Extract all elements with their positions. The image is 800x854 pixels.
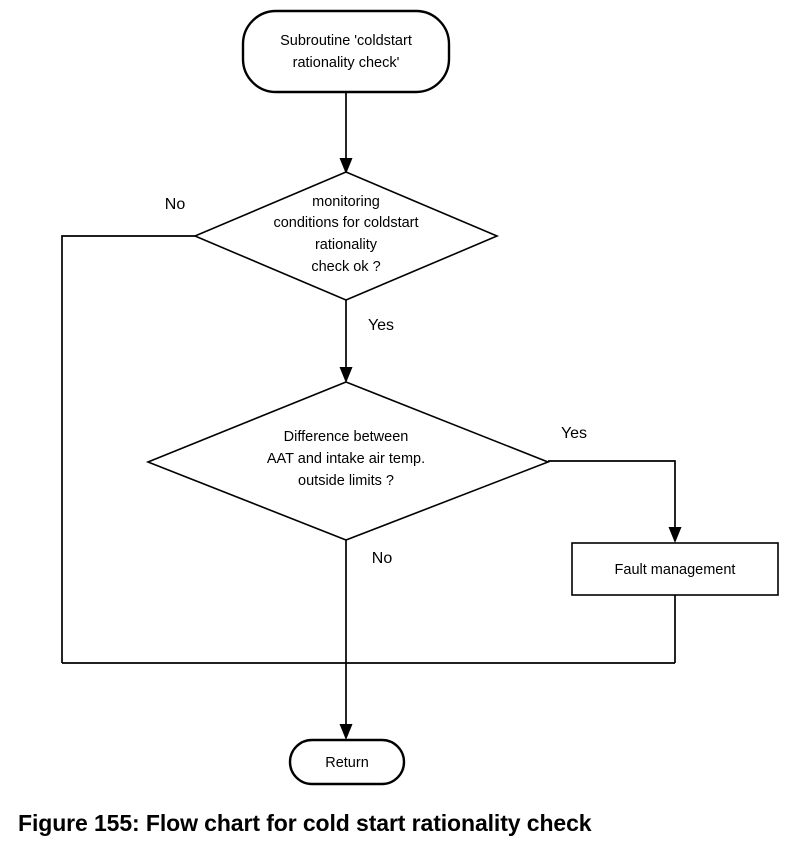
decision2-text-line-3: outside limits ?	[298, 473, 394, 489]
decision2-text-line-1: Difference between	[284, 429, 409, 445]
fault-management-box-shape	[571, 542, 779, 596]
node-decision-monitoring-conditions[interactable]: monitoring conditions for coldstart rati…	[192, 171, 500, 301]
start-text-line-2: rationality check'	[293, 55, 400, 71]
figure-caption: Figure 155: Flow chart for cold start ra…	[18, 810, 592, 836]
decision1-text-line-4: check ok ?	[311, 259, 380, 275]
connector-merge-to-return	[339, 663, 353, 740]
return-terminal-shape	[288, 738, 406, 786]
node-fault-management[interactable]: Fault management	[571, 542, 779, 596]
return-text: Return	[325, 755, 369, 771]
decision1-text-line-3: rationality	[315, 237, 378, 253]
node-start-subroutine[interactable]: Subroutine 'coldstart rationality check'	[241, 9, 451, 94]
flowchart-canvas: Subroutine 'coldstart rationality check'…	[61, 9, 779, 786]
arrowhead-icon	[339, 367, 353, 383]
edge-label-decision1-no: No	[165, 196, 186, 213]
arrowhead-icon	[668, 527, 682, 543]
decision1-text-line-1: monitoring	[312, 194, 380, 210]
start-text-line-1: Subroutine 'coldstart	[280, 33, 412, 49]
connector-decision1-no	[61, 235, 195, 663]
start-terminal-shape	[241, 9, 451, 94]
decision2-text-line-2: AAT and intake air temp.	[267, 451, 425, 467]
decision1-diamond-shape	[192, 171, 500, 301]
node-decision-temp-difference[interactable]: Difference between AAT and intake air te…	[145, 381, 551, 541]
arrowhead-icon	[339, 158, 353, 174]
connector-start-to-decision1	[339, 92, 353, 174]
edge-label-decision2-no: No	[372, 550, 393, 567]
connector-decision1-yes	[339, 300, 353, 383]
edge-label-decision1-yes: Yes	[368, 317, 394, 334]
connector-decision2-yes	[548, 460, 682, 543]
decision2-diamond-shape	[145, 381, 551, 541]
node-return-terminal[interactable]: Return	[288, 738, 406, 786]
decision1-text-line-2: conditions for coldstart	[273, 215, 418, 231]
fault-management-text: Fault management	[615, 562, 736, 578]
arrowhead-icon	[339, 724, 353, 740]
edge-label-decision2-yes: Yes	[561, 425, 587, 442]
